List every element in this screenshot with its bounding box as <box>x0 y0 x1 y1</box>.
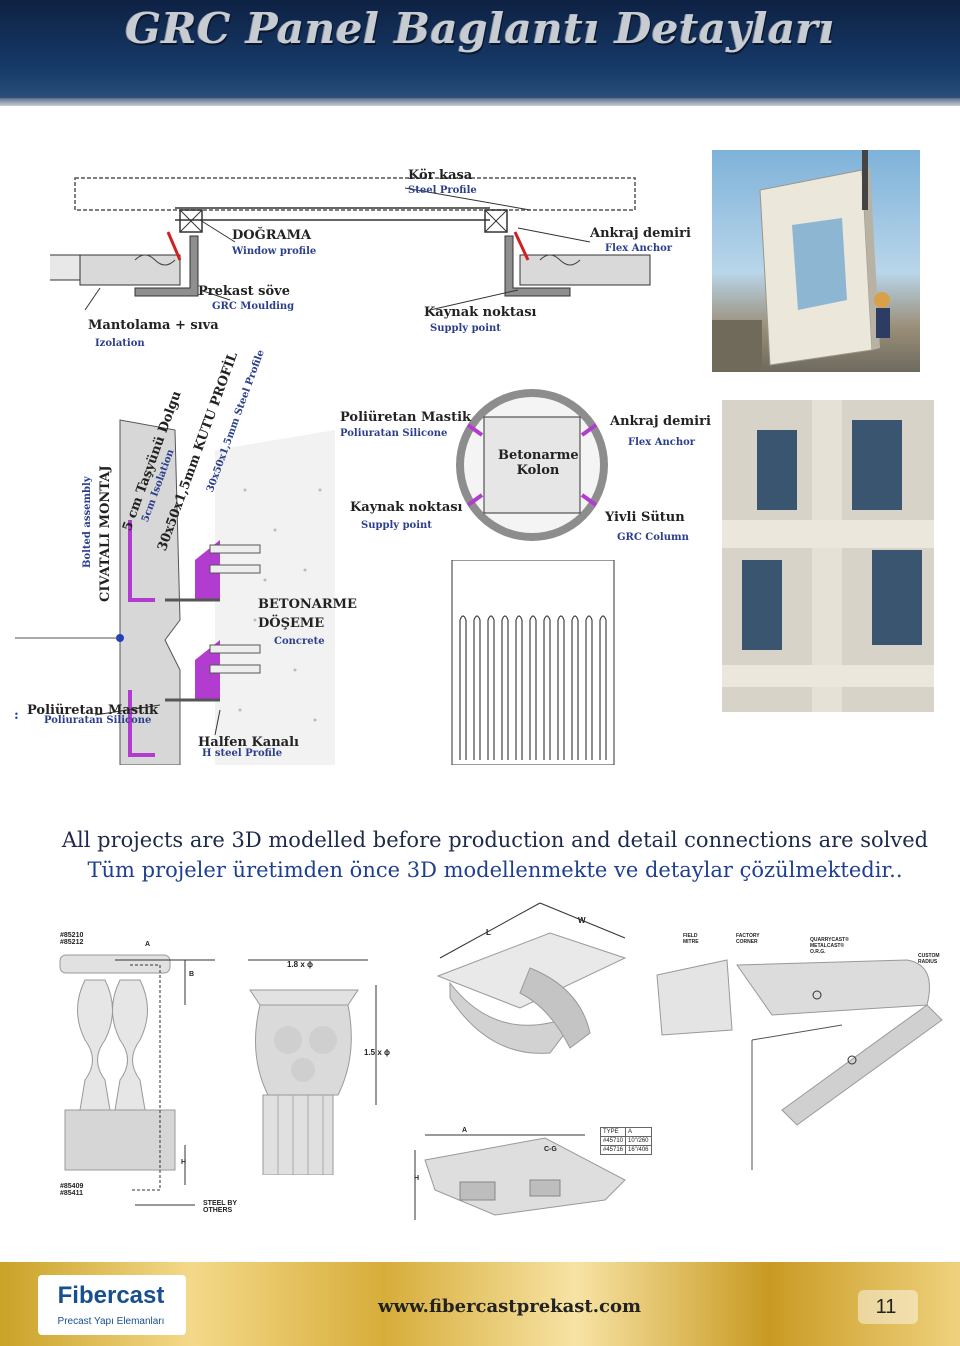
label-mantolama: Mantolama + sıva <box>88 318 219 333</box>
label-kaynak-noktasi: Kaynak noktası <box>424 305 537 320</box>
marker-dot: : <box>14 708 19 723</box>
baluster-dim-a: A <box>145 941 151 948</box>
label-bolted-assembly: Bolted assembly <box>82 476 93 568</box>
slab-connection-drawing <box>15 370 335 766</box>
baluster-dim-b: B <box>189 971 195 978</box>
baluster-dim-h: H <box>181 1159 187 1166</box>
page-title: GRC Panel Baglantı Detayları <box>125 4 835 53</box>
page-number-box <box>858 1290 918 1324</box>
corbel-drawing <box>430 898 635 1068</box>
label-col-kaynak-noktasi: Kaynak noktası <box>350 500 463 515</box>
label-prekast-sove: Prekast söve <box>198 284 290 299</box>
corbel-dim-w: W <box>578 916 586 925</box>
cornice-dim-a: A <box>462 1127 468 1134</box>
label-dograma: DOĞRAMA <box>232 228 312 243</box>
label-col-supply-point: Supply point <box>361 520 432 531</box>
caption-english: All projects are 3D modelled before prod… <box>61 828 929 852</box>
label-kor-kasa: Kör kasa <box>408 168 473 183</box>
table-cell: TYPE <box>599 1127 627 1137</box>
label-doseme: DÖŞEME <box>258 616 325 631</box>
photo-panel-installation <box>712 150 920 372</box>
label-yivli-sutun: Yivli Sütun <box>605 510 685 525</box>
capital-dim-1: 1.8 x ϕ <box>287 960 314 969</box>
table-cell: 10"/260 <box>625 1136 652 1146</box>
caption-turkish: Tüm projeler üretimden önce 3D modellenm… <box>87 858 903 882</box>
label-poliuretan-silicone-left: Poliuratan Silicone <box>44 715 152 726</box>
label-grc-moulding: GRC Moulding <box>212 301 295 312</box>
column-section-drawing <box>452 380 612 550</box>
header-bar <box>0 0 960 98</box>
baluster-code-top: #85210 #85212 <box>60 932 84 946</box>
logo-wordmark: Fibercast <box>57 1282 165 1309</box>
label-poliuretan-mastik-left: Poliüretan Mastik <box>27 703 159 718</box>
label-col-poliuretan-silicone: Poliuratan Silicone <box>340 428 448 439</box>
fluted-column-elevation <box>450 559 616 766</box>
baluster-drawing <box>55 930 245 1220</box>
label-concrete: Concrete <box>274 636 325 647</box>
capital-dim-2: 1.5 x ϕ <box>364 1048 391 1057</box>
label-supply-point: Supply point <box>430 323 501 334</box>
cornice-drawing <box>405 1120 630 1230</box>
page-number: 11 <box>875 1296 897 1318</box>
table-cell: #45710 <box>599 1136 627 1146</box>
label-civatali-montaj: CIVATALI MONTAJ <box>98 465 113 602</box>
label-izolation: Izolation <box>95 338 145 349</box>
label-ankraj-demiri: Ankraj demiri <box>590 226 691 241</box>
table-cell: A <box>625 1127 652 1137</box>
company-logo <box>38 1275 186 1335</box>
logo-tagline: Precast Yapı Elemanları <box>57 1316 165 1327</box>
label-col-flex-anchor: Flex Anchor <box>628 437 696 448</box>
label-window-profile: Window profile <box>232 246 317 257</box>
gutter-quarrycast: QUARRYCAST® METALCAST® O.R.G. <box>810 937 849 955</box>
website-link[interactable]: www.fibercastprekast.com <box>378 1296 642 1317</box>
header-divider <box>0 98 960 106</box>
baluster-code-bottom: #85409 #85411 <box>60 1183 84 1197</box>
label-steel-profile: Steel Profile <box>408 185 477 196</box>
label-betonarme: BETONARME <box>258 597 357 612</box>
gutter-custom-radius: CUSTOM RADIUS <box>918 953 940 965</box>
label-col-ankraj-demiri: Ankraj demiri <box>610 414 711 429</box>
label-halfen: Halfen Kanalı <box>198 735 299 750</box>
label-h-steel: H steel Profile <box>202 748 283 759</box>
table-cell: 16"/406 <box>625 1145 652 1155</box>
gutter-field-mitre: FIELD MITRE <box>683 933 699 945</box>
label-col-poliuretan-mastik: Poliüretan Mastik <box>340 410 472 425</box>
label-grc-column: GRC Column <box>617 532 689 543</box>
label-betonarme-kolon: Betonarme Kolon <box>498 448 579 478</box>
window-detail-drawing <box>50 160 700 360</box>
cornice-dim-h: H <box>414 1175 420 1182</box>
baluster-steel-note: STEEL BY OTHERS <box>203 1200 238 1214</box>
gutter-factory-corner: FACTORY CORNER <box>736 933 760 945</box>
label-flex-anchor: Flex Anchor <box>605 243 673 254</box>
capital-drawing <box>248 945 388 1176</box>
table-cell: #45716 <box>599 1145 627 1155</box>
gutter-drawing <box>652 930 947 1180</box>
corbel-dim-l: L <box>486 928 491 937</box>
cornice-dim-cg: C-G <box>544 1146 557 1153</box>
photo-building-facade <box>722 400 934 712</box>
